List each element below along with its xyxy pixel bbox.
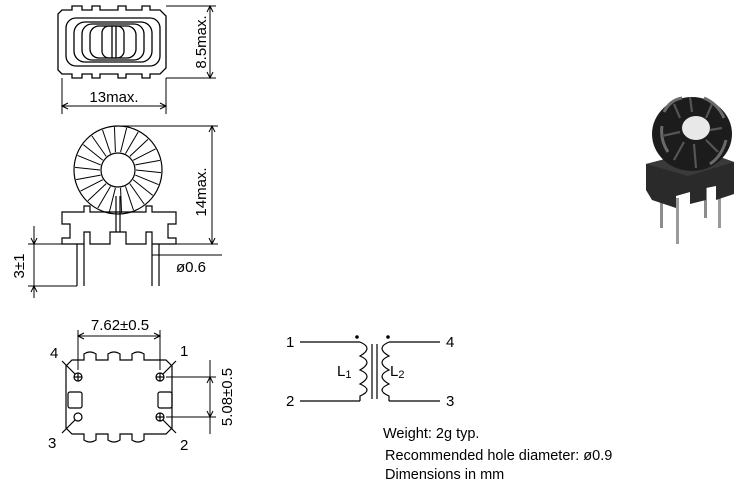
weight-note: Weight: 2g typ. (383, 426, 479, 442)
top-view (57, 5, 167, 79)
winding-turn (102, 129, 111, 154)
winding-turn (129, 138, 149, 157)
winding-turn (120, 187, 123, 213)
standoff-label: 3±1 (11, 254, 28, 279)
front-view-dimensions (28, 124, 222, 298)
winding-turn (80, 179, 104, 192)
schematic-pin-1: 1 (286, 334, 294, 351)
winding-turn (132, 148, 156, 161)
toroidal-choke-photo-icon (646, 96, 734, 244)
front-view-height-label: 14max. (193, 167, 210, 216)
winding-turn (135, 159, 161, 166)
pin-pitch-x-label: 7.62±0.5 (91, 317, 149, 334)
winding-turn (129, 183, 145, 205)
polarity-dot-left (355, 335, 359, 339)
footprint-pin-3: 3 (48, 435, 56, 452)
hole-diameter-note: Recommended hole diameter: ø0.9 (385, 448, 612, 464)
inductor-l2-label: L2 (390, 363, 404, 381)
winding-turn (120, 127, 128, 153)
inductor-l1-label: L1 (337, 363, 351, 381)
front-view (61, 125, 177, 286)
winding-turn (82, 144, 104, 161)
winding-turn (75, 174, 101, 181)
pin-pitch-y-label: 5.08±0.5 (219, 368, 236, 426)
pin-diameter-label: ø0.6 (176, 259, 206, 276)
schematic-pin-4: 4 (446, 334, 454, 351)
schematic-pin-3: 3 (446, 393, 454, 410)
footprint-view (61, 351, 177, 443)
footprint-dimensions (76, 330, 216, 434)
toroid-windings (75, 127, 161, 213)
footprint-pin-1: 1 (180, 343, 188, 360)
footprint-pin-4: 4 (50, 345, 58, 362)
winding-turn (91, 135, 107, 157)
top-view-dimensions (60, 4, 216, 114)
winding-turn (125, 131, 139, 154)
winding-turn (87, 183, 107, 202)
winding-turn (97, 186, 111, 209)
top-view-height-label: 8.5max. (193, 15, 210, 68)
winding-turn (132, 179, 154, 196)
winding-turn (108, 187, 116, 213)
winding-turn (125, 186, 134, 211)
footprint-pin-2: 2 (180, 437, 188, 454)
winding-turn (75, 166, 101, 171)
winding-turn (135, 169, 161, 174)
winding-turn (113, 127, 116, 153)
schematic-pin-2: 2 (286, 393, 294, 410)
top-view-width-label: 13max. (89, 89, 138, 106)
winding-turn (77, 154, 101, 166)
units-note: Dimensions in mm (385, 467, 504, 483)
schematic (300, 341, 440, 402)
winding-turn (135, 174, 159, 186)
polarity-dot-right (386, 335, 390, 339)
